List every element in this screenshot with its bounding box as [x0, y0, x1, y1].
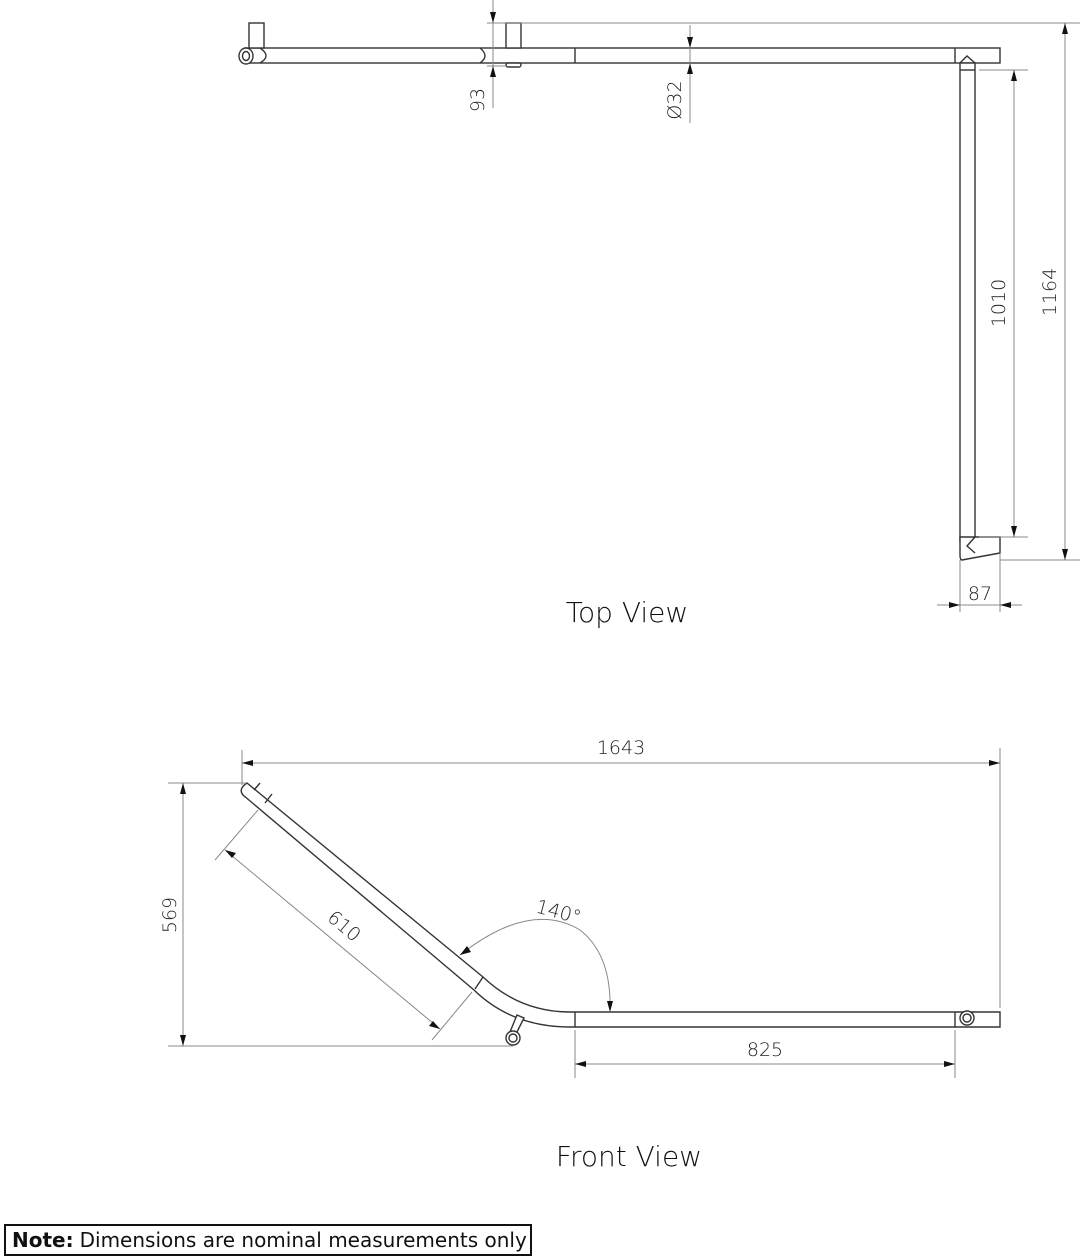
note-box: Note: Dimensions are nominal measurement…: [4, 1224, 532, 1256]
dim-inner-1010: 1010: [988, 279, 1010, 327]
note-text: Dimensions are nominal measurements only: [79, 1228, 527, 1252]
front-rail: [240, 782, 1001, 1028]
dim-offset-93: 93: [467, 88, 489, 112]
top-vertical-rail: [959, 62, 976, 542]
dim-overall-1643: 1643: [597, 737, 645, 759]
right-mount-ring: [959, 1010, 975, 1026]
dim-diameter-32: Ø32: [664, 80, 686, 119]
left-end-cap: [238, 47, 254, 65]
middle-wall-flange: [505, 22, 522, 49]
front-view-title: Front View: [556, 1140, 702, 1173]
dim-height-569: 569: [159, 897, 181, 933]
dim-end-87: 87: [968, 583, 992, 605]
front-view: 1643 569 610 140° 825 Front View: [159, 737, 1001, 1173]
dim-angled-610: 610: [323, 906, 365, 946]
left-wall-flange: [248, 22, 265, 49]
top-view-title: Top View: [566, 596, 689, 629]
top-horizontal-rail: [244, 47, 1001, 64]
note-label: Note:: [12, 1228, 74, 1252]
dim-overall-1164: 1164: [1039, 268, 1061, 316]
bottom-corner-flange: [959, 536, 1001, 561]
top-view: 93 Ø32 1010 1164 87 Top View: [238, 0, 1080, 629]
dim-angle-140: 140°: [534, 896, 584, 929]
dim-horizontal-825: 825: [747, 1039, 783, 1061]
